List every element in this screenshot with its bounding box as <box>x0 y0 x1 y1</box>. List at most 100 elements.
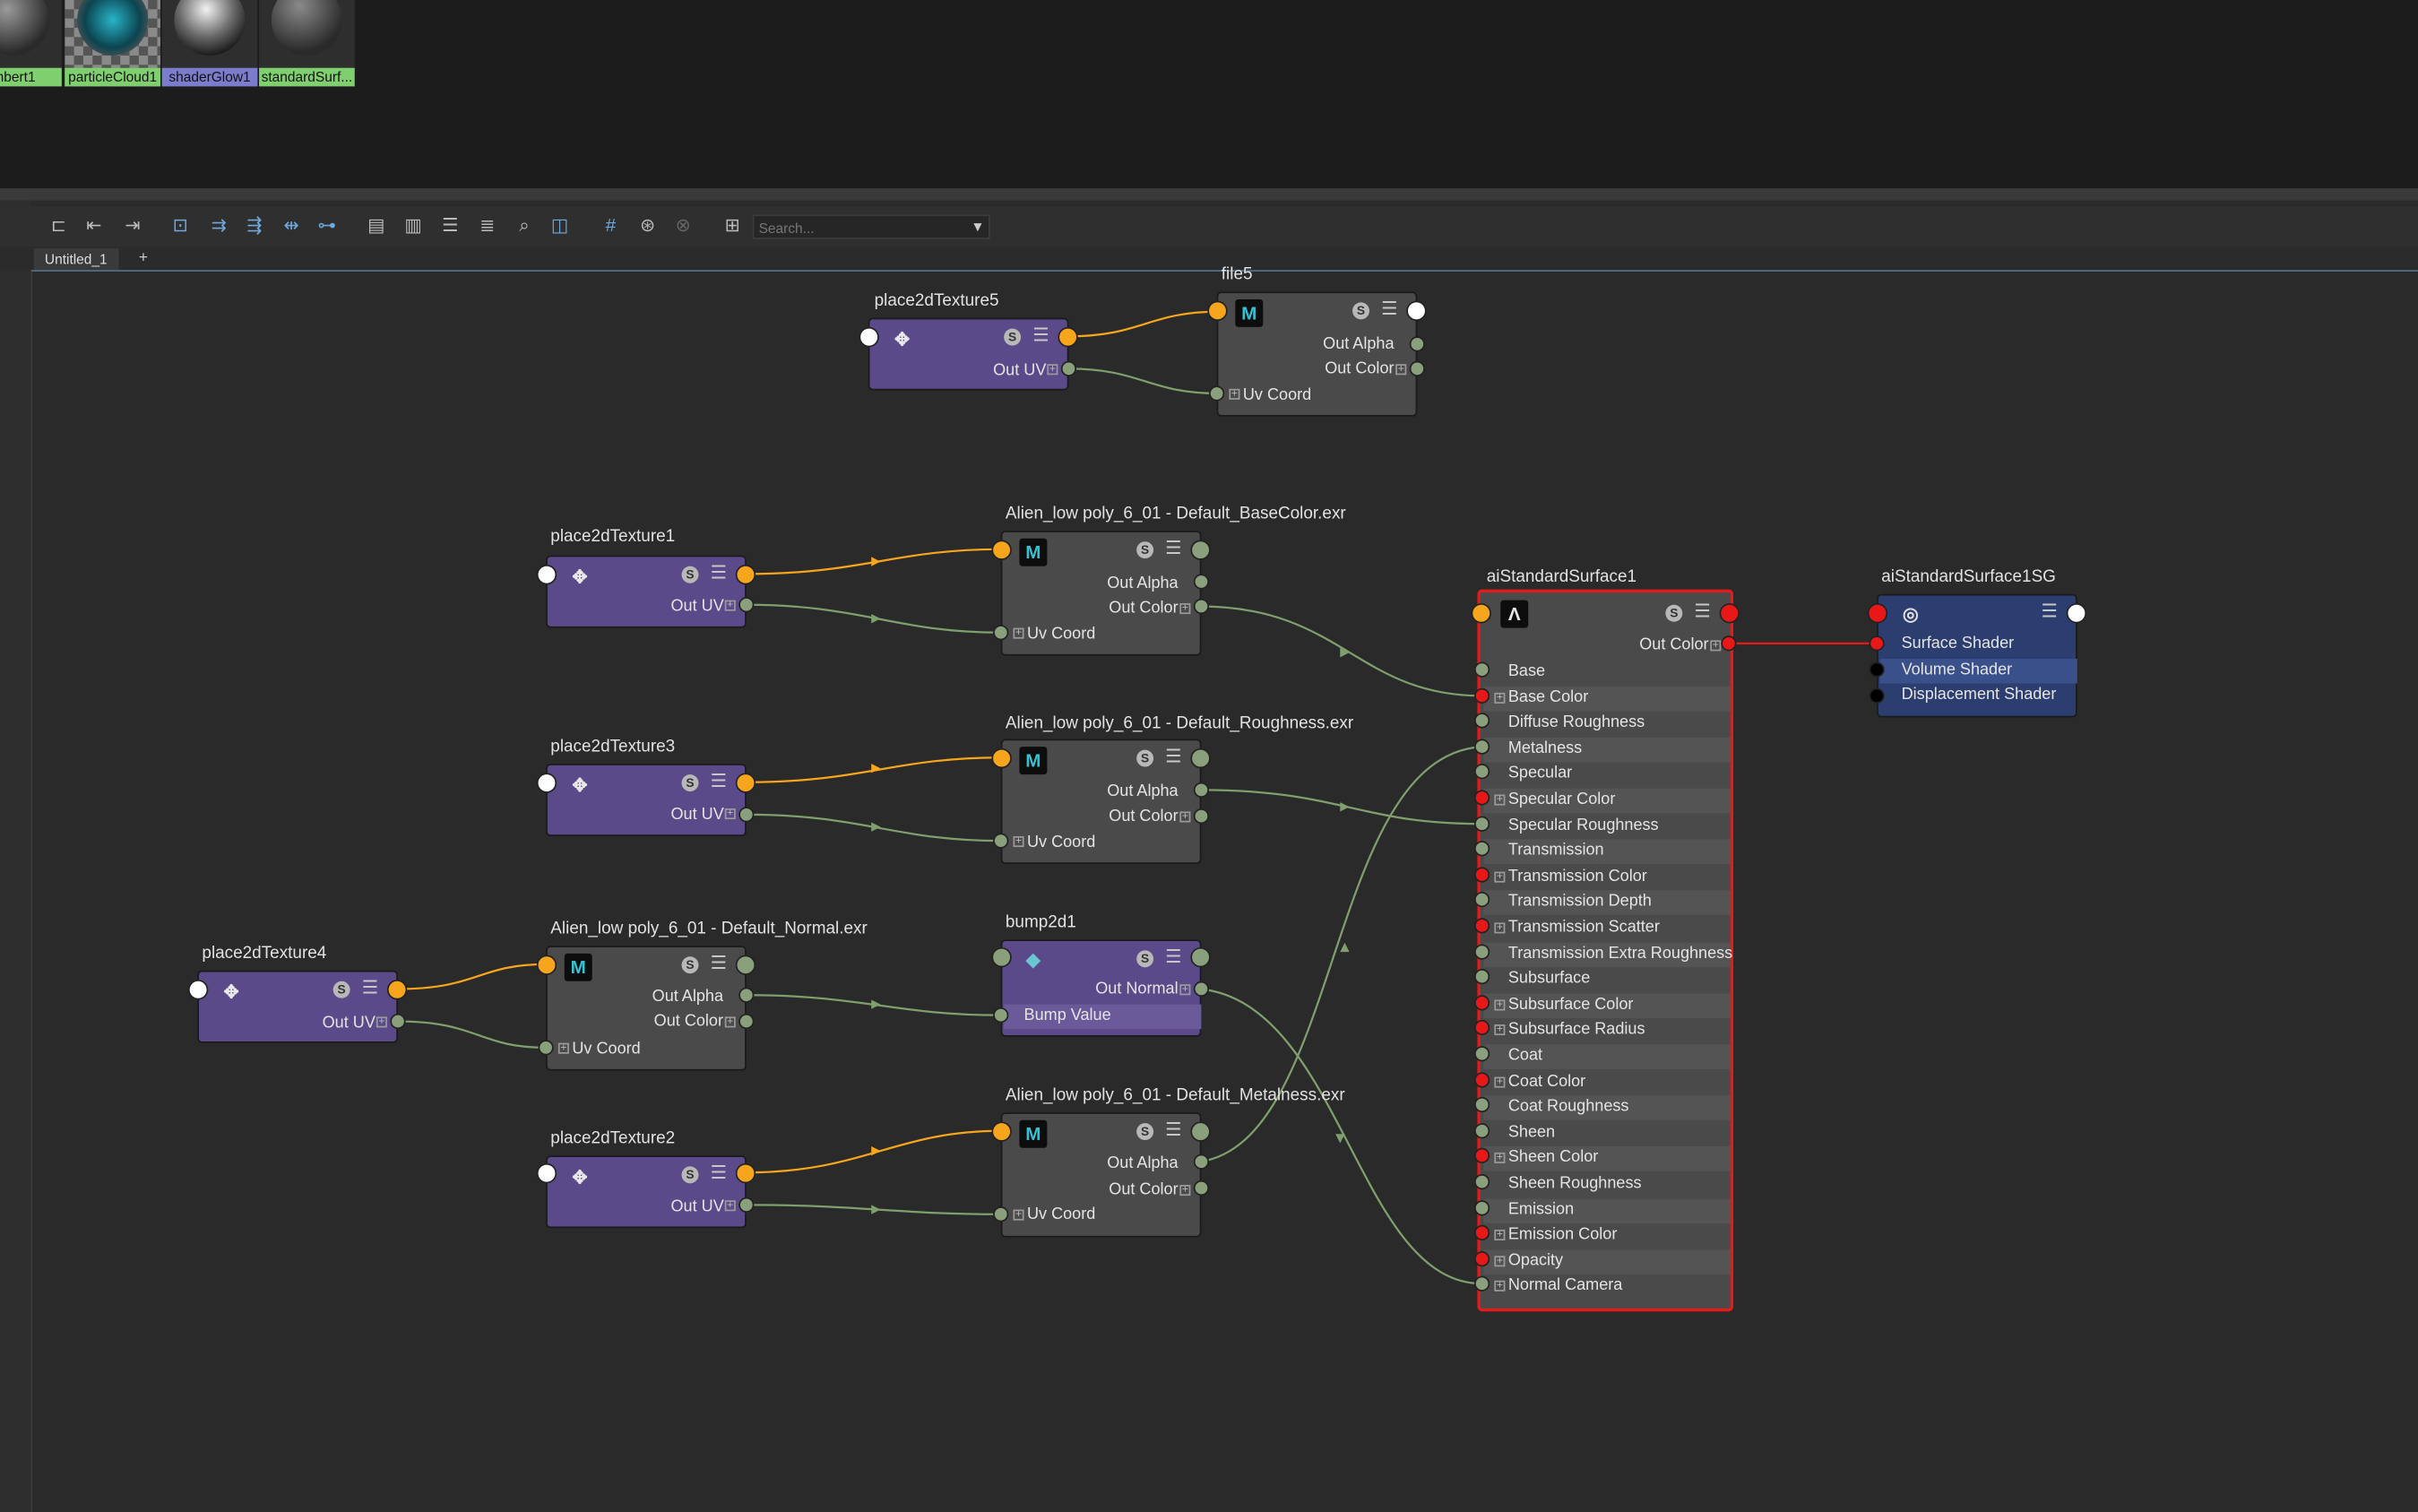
attribute-list-icon[interactable]: ☰ <box>1694 600 1711 622</box>
attribute-port[interactable] <box>1473 841 1490 857</box>
bump-value-row[interactable]: Bump Value <box>1004 1004 1202 1030</box>
attribute-row[interactable]: Specular <box>1483 763 1730 788</box>
swatch-s-icon[interactable]: S <box>1136 950 1154 968</box>
displacement-shader-row[interactable]: Displacement Shader <box>1880 684 2077 709</box>
swatch-standard-surface[interactable]: standardSurf... <box>259 0 355 87</box>
camera-icon[interactable]: ⊗ <box>675 214 691 237</box>
swatch-s-icon[interactable]: S <box>1004 328 1022 346</box>
attribute-port[interactable] <box>1473 739 1490 755</box>
expand-icon[interactable]: + <box>1494 1230 1506 1241</box>
attribute-row[interactable]: Coat <box>1483 1044 1731 1069</box>
layout-icon[interactable]: ⇹ <box>283 214 299 237</box>
swatch-s-icon[interactable]: S <box>681 956 699 974</box>
output-port[interactable] <box>735 955 756 975</box>
full-view-icon[interactable]: ☰ <box>442 214 459 237</box>
attribute-port[interactable] <box>1473 1148 1490 1164</box>
swatch-s-icon[interactable]: S <box>1136 749 1154 767</box>
attribute-row[interactable]: Specular Roughness <box>1483 814 1730 839</box>
attribute-list-icon[interactable]: ☰ <box>1032 324 1049 346</box>
input-port[interactable] <box>991 946 1012 968</box>
expand-icon[interactable]: + <box>1013 1209 1024 1221</box>
expand-icon[interactable]: + <box>1013 627 1024 639</box>
output-port[interactable] <box>1190 1121 1211 1142</box>
out-color-port[interactable] <box>1193 1179 1210 1197</box>
attribute-row[interactable]: +Subsurface Color <box>1483 993 1731 1018</box>
swatch-s-icon[interactable]: S <box>1136 1123 1154 1141</box>
out-alpha-port[interactable] <box>1193 574 1210 590</box>
attribute-list-icon[interactable]: ☰ <box>361 976 379 998</box>
graph-io-icon[interactable]: ⊡ <box>172 214 188 237</box>
surface-shader-port[interactable] <box>1869 635 1885 652</box>
swatch-shader-glow[interactable]: shaderGlow1 <box>161 0 258 87</box>
node-place2dTexture4[interactable]: ✥ S ☰ Out UV + <box>197 970 398 1043</box>
expand-icon[interactable]: + <box>1494 692 1506 704</box>
node-aiStandardSurface1SG[interactable]: ◎ ☰ Surface Shader Volume Shader Displac… <box>1877 593 2077 718</box>
link-place2d4-normal[interactable] <box>397 963 547 990</box>
swatch-particle-cloud[interactable]: particleCloud1 <box>65 0 160 87</box>
input-port[interactable] <box>1867 603 1888 624</box>
link-basecolor-surface[interactable] <box>1199 605 1482 697</box>
out-uv-port[interactable] <box>738 1197 755 1214</box>
expand-icon[interactable]: + <box>1179 603 1191 615</box>
expand-icon[interactable]: + <box>1494 999 1506 1011</box>
attribute-port[interactable] <box>1473 764 1490 780</box>
output-port[interactable] <box>2066 603 2087 624</box>
snap-icon[interactable]: ⊛ <box>640 214 656 237</box>
simple-view-icon[interactable]: ▤ <box>367 214 385 237</box>
attribute-port[interactable] <box>1473 1097 1490 1113</box>
connected-view-icon[interactable]: ▥ <box>404 214 422 237</box>
swatch-s-icon[interactable]: S <box>1136 541 1154 559</box>
swatch-s-icon[interactable]: S <box>681 566 699 583</box>
expand-icon[interactable]: + <box>1395 364 1407 376</box>
relayout-icon[interactable]: ⊶ <box>317 214 337 237</box>
attribute-row[interactable]: Metalness <box>1483 737 1731 763</box>
node-bump2d1[interactable]: ◆ S ☰ Out Normal + Bump Value <box>1000 939 1202 1037</box>
input-port[interactable] <box>991 540 1012 560</box>
output-port[interactable] <box>1190 747 1211 769</box>
expand-icon[interactable]: + <box>1047 364 1058 376</box>
node-file5[interactable]: M S ☰ Out Alpha Out Color + + Uv Coord <box>1216 291 1418 417</box>
out-alpha-port[interactable] <box>1193 1153 1210 1170</box>
expand-icon[interactable]: + <box>1494 1076 1506 1087</box>
attribute-port[interactable] <box>1473 867 1490 883</box>
expand-icon[interactable]: + <box>376 1016 387 1028</box>
node-basecolor-file[interactable]: M S ☰ Out Alpha Out Color + + Uv Coord <box>1000 531 1202 656</box>
search-icon[interactable]: ⌕ <box>519 214 530 237</box>
attribute-row[interactable]: +Base Color <box>1483 686 1731 711</box>
attribute-list-icon[interactable]: ☰ <box>710 769 728 792</box>
attribute-port[interactable] <box>1473 790 1490 806</box>
link-place2d5-file5[interactable] <box>1068 310 1219 338</box>
attribute-port[interactable] <box>1473 943 1490 960</box>
expand-icon[interactable]: + <box>1494 1024 1506 1036</box>
attribute-row[interactable]: +Coat Color <box>1483 1070 1730 1095</box>
attribute-row[interactable]: Transmission <box>1483 839 1731 865</box>
attribute-port[interactable] <box>1473 1250 1490 1266</box>
attribute-port[interactable] <box>1473 1046 1490 1062</box>
displacement-shader-port[interactable] <box>1869 687 1885 704</box>
custom-view-icon[interactable]: ≣ <box>479 214 496 237</box>
out-normal-port[interactable] <box>1193 981 1210 998</box>
output-port[interactable] <box>735 565 756 585</box>
swatch-s-icon[interactable]: S <box>1352 302 1369 320</box>
attribute-list-icon[interactable]: ☰ <box>1165 745 1182 767</box>
attribute-row[interactable]: +Emission Color <box>1483 1223 1730 1248</box>
attribute-port[interactable] <box>1473 892 1490 908</box>
expand-icon[interactable]: + <box>724 1200 736 1212</box>
attribute-list-icon[interactable]: ☰ <box>1381 298 1398 320</box>
add-tab-button[interactable]: + <box>138 249 148 267</box>
attribute-list-icon[interactable]: ☰ <box>1165 537 1182 559</box>
zoom-icon[interactable]: ◫ <box>550 214 569 237</box>
swatch-s-icon[interactable]: S <box>681 774 699 792</box>
attribute-row[interactable]: Coat Roughness <box>1483 1095 1731 1121</box>
attribute-port[interactable] <box>1473 1071 1490 1087</box>
attribute-port[interactable] <box>1473 661 1490 678</box>
attribute-port[interactable] <box>1473 687 1490 704</box>
node-place2dTexture2[interactable]: ✥ S ☰ Out UV + <box>546 1155 747 1229</box>
node-place2dTexture1[interactable]: ✥ S ☰ Out UV + <box>546 555 747 628</box>
graph-input-icon[interactable]: ⇤ <box>86 214 102 237</box>
input-port[interactable] <box>536 773 557 793</box>
uv-coord-port[interactable] <box>1209 385 1225 402</box>
attribute-row[interactable]: +Specular Color <box>1483 788 1731 814</box>
attribute-port[interactable] <box>1473 994 1490 1011</box>
node-place2dTexture5[interactable]: ✥ S ☰ Out UV + <box>868 317 1069 391</box>
